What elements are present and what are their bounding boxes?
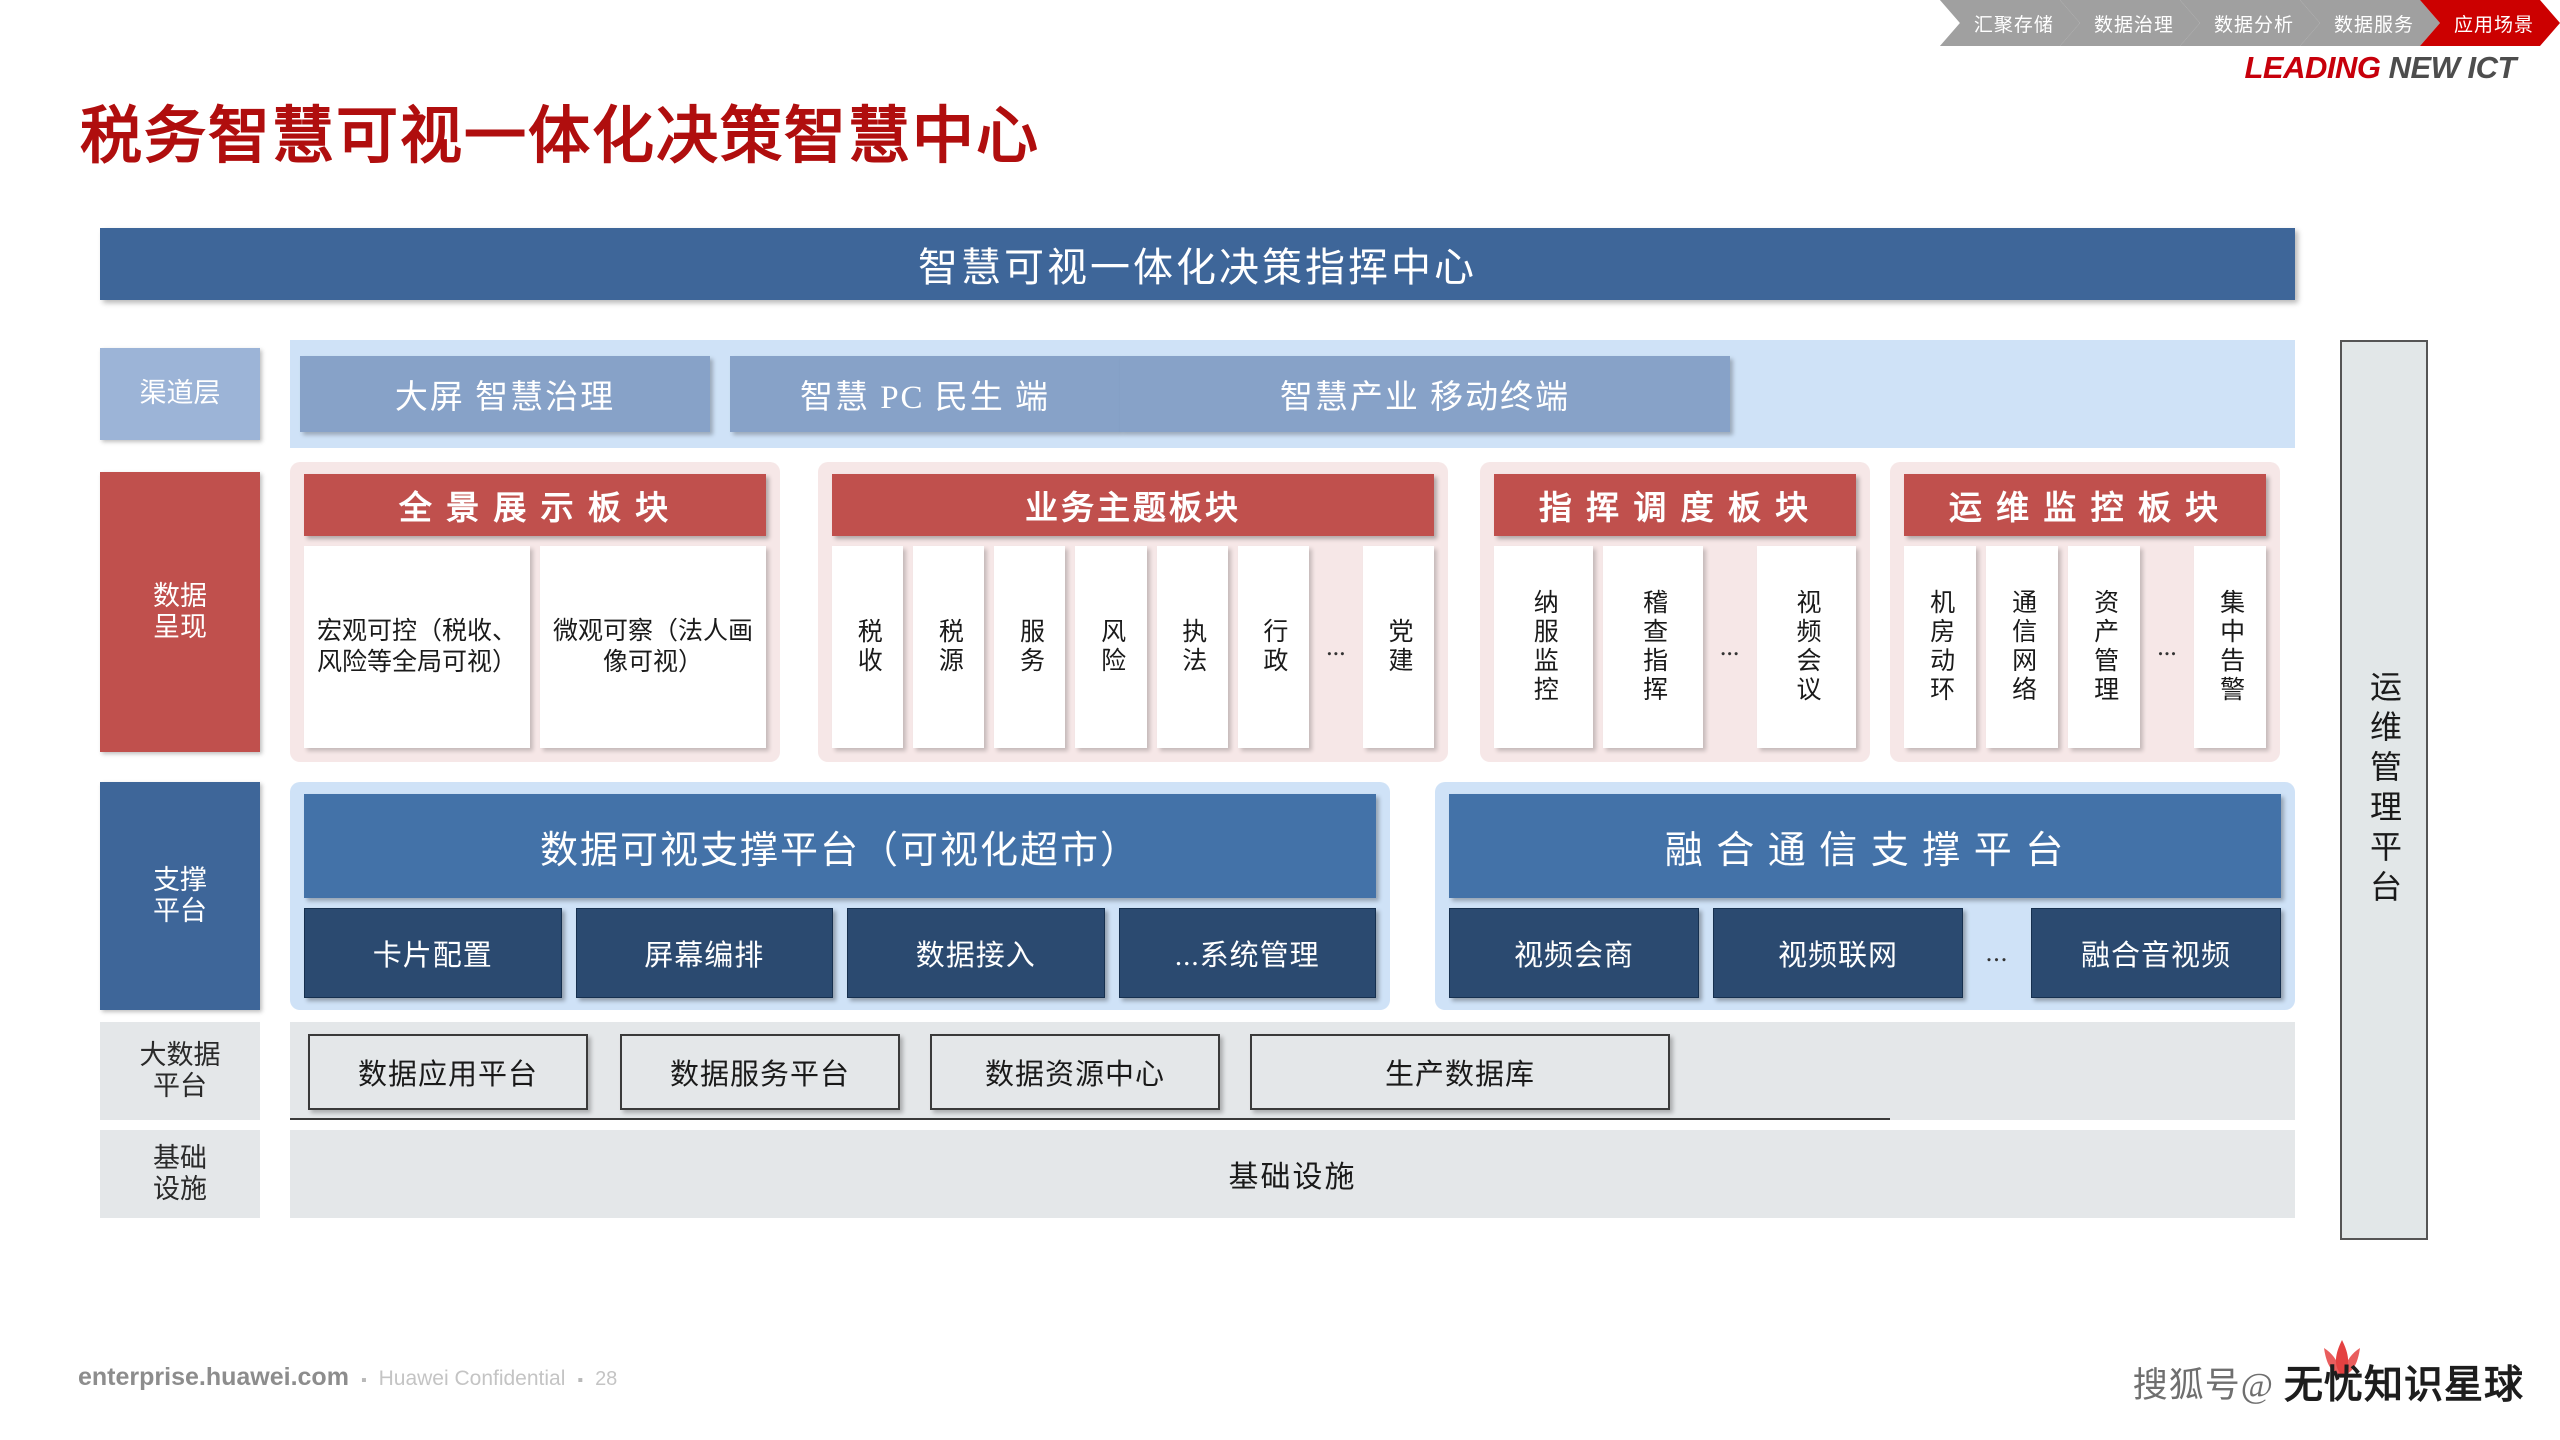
data-presentation-label-line1: 数据 (153, 580, 207, 611)
channel-layer-row: 渠道层 大屏 智慧治理智慧 PC 民生 端智慧产业 移动终端 (100, 340, 2295, 448)
infrastructure-label: 基础 设施 (100, 1130, 260, 1218)
support-platform-item[interactable]: 卡片配置 (304, 908, 562, 998)
data-presentation-card: ... (1719, 631, 1740, 661)
data-presentation-card[interactable]: 宏观可控（税收、风险等全局可视） (304, 546, 530, 748)
support-platform-item: ... (1985, 938, 2009, 967)
ops-management-platform-label: 运维管理平台 (2366, 670, 2402, 910)
data-presentation-group-2: 业务主题板块税收税源服务风险执法行政... 党建 (818, 462, 1448, 762)
support-platform-item[interactable]: 融合音视频 (2031, 908, 2281, 998)
infrastructure-label-line1: 基础 (153, 1142, 207, 1173)
data-presentation-group-1: 全 景 展 示 板 块宏观可控（税收、风险等全局可视）微观可察（法人画像可视） (290, 462, 780, 762)
bigdata-platform-box-1[interactable]: 数据应用平台 (308, 1034, 588, 1110)
bigdata-platform-label: 大数据 平台 (100, 1022, 260, 1120)
data-presentation-group-header-2: 业务主题板块 (832, 474, 1434, 536)
footer-confidential: Huawei Confidential (378, 1367, 566, 1390)
bigdata-platform-box-2[interactable]: 数据服务平台 (620, 1034, 900, 1110)
data-presentation-row: 数据 呈现 全 景 展 示 板 块宏观可控（税收、风险等全局可视）微观可察（法人… (100, 462, 2295, 762)
support-platform-items-1: 卡片配置屏幕编排数据接入...系统管理 (304, 908, 1376, 998)
logo-newict-text: NEW ICT (2388, 50, 2517, 85)
bigdata-platform-row: 大数据 平台 数据应用平台数据服务平台数据资源中心生产数据库 (100, 1022, 2295, 1120)
data-presentation-card[interactable]: 集中告警 (2194, 546, 2266, 748)
data-presentation-group-header-1: 全 景 展 示 板 块 (304, 474, 766, 536)
data-presentation-card[interactable]: 通信网络 (1986, 546, 2058, 748)
support-platform-item[interactable]: 屏幕编排 (575, 908, 833, 998)
watermark: 搜狐号@ 无忧知识星球 (2133, 1354, 2524, 1410)
data-presentation-cards-4: 机房动环通信网络资产管理... 集中告警 (1904, 546, 2266, 748)
data-presentation-card[interactable]: 行政 (1237, 546, 1309, 748)
data-presentation-card[interactable]: 稽查指挥 (1603, 546, 1703, 748)
breadcrumb-step-1[interactable]: 汇聚存储 (1940, 0, 2080, 46)
infrastructure-row: 基础 设施 基础设施 (100, 1130, 2295, 1218)
channel-item-3[interactable]: 智慧产业 移动终端 (1120, 356, 1730, 432)
support-platform-group-2: 融 合 通 信 支 撑 平 台视频会商视频联网... 融合音视频 (1435, 782, 2295, 1010)
bigdata-platform-box-4[interactable]: 生产数据库 (1250, 1034, 1670, 1110)
command-center-bar: 智慧可视一体化决策指挥中心 (100, 228, 2295, 300)
footer-separator-1: ▪ (360, 1372, 367, 1389)
data-presentation-card[interactable]: 党建 (1362, 546, 1434, 748)
watermark-name: 无忧知识星球 (2283, 1364, 2524, 1407)
support-platform-group-header-2: 融 合 通 信 支 撑 平 台 (1449, 794, 2281, 898)
footer-page-number: 28 (595, 1368, 618, 1390)
channel-item-2[interactable]: 智慧 PC 民生 端 (730, 356, 1120, 432)
page-title: 税务智慧可视一体化决策智慧中心 (80, 103, 1041, 171)
data-presentation-cards-2: 税收税源服务风险执法行政... 党建 (832, 546, 1434, 748)
support-platform-row: 支撑 平台 数据可视支撑平台（可视化超市） 卡片配置屏幕编排数据接入...系统管理… (100, 782, 2295, 1010)
watermark-prefix: 搜狐号@ (2132, 1365, 2274, 1405)
infrastructure-panel: 基础设施 (290, 1130, 2295, 1218)
breadcrumb-step-2[interactable]: 数据治理 (2060, 0, 2200, 46)
support-platform-item[interactable]: 视频会商 (1449, 908, 1699, 998)
footer: enterprise.huawei.com ▪ Huawei Confident… (78, 1363, 617, 1392)
data-presentation-card[interactable]: 微观可察（法人画像可视） (540, 546, 766, 748)
leading-new-ict-logo: LEADING NEW ICT (2245, 50, 2517, 86)
bigdata-platform-box-3[interactable]: 数据资源中心 (930, 1034, 1220, 1110)
data-presentation-card[interactable]: 资产管理 (2068, 546, 2140, 748)
support-platform-group-header-1: 数据可视支撑平台（可视化超市） (304, 794, 1376, 898)
huawei-flower-icon (2324, 1340, 2360, 1376)
breadcrumb-step-4[interactable]: 数据服务 (2300, 0, 2440, 46)
data-presentation-card[interactable]: 服务 (994, 546, 1066, 748)
data-presentation-card: ... (2157, 631, 2177, 661)
data-presentation-group-header-3: 指 挥 调 度 板 块 (1494, 474, 1856, 536)
channel-layer-panel: 大屏 智慧治理智慧 PC 民生 端智慧产业 移动终端 (290, 340, 2295, 448)
data-presentation-cards-1: 宏观可控（税收、风险等全局可视）微观可察（法人画像可视） (304, 546, 766, 748)
ops-management-platform-sidebar: 运维管理平台 (2340, 340, 2428, 1240)
channel-layer-label: 渠道层 (100, 348, 260, 440)
support-platform-item[interactable]: 数据接入 (847, 908, 1105, 998)
support-platform-items-2: 视频会商视频联网... 融合音视频 (1449, 908, 2281, 998)
support-platform-item[interactable]: ...系统管理 (1118, 908, 1376, 998)
data-presentation-card[interactable]: 纳服监控 (1494, 546, 1594, 748)
support-platform-label-line1: 支撑 (153, 864, 207, 895)
breadcrumb-step-5[interactable]: 应用场景 (2420, 0, 2560, 46)
breadcrumb: 汇聚存储数据治理数据分析数据服务应用场景 (1940, 0, 2560, 46)
breadcrumb-step-3[interactable]: 数据分析 (2180, 0, 2320, 46)
data-presentation-label: 数据 呈现 (100, 472, 260, 752)
data-presentation-group-3: 指 挥 调 度 板 块纳服监控稽查指挥... 视频会议 (1480, 462, 1870, 762)
channel-item-1[interactable]: 大屏 智慧治理 (300, 356, 710, 432)
data-presentation-label-line2: 呈现 (153, 612, 207, 642)
logo-leading-text: LEADING (2244, 50, 2382, 85)
data-presentation-card[interactable]: 税源 (913, 546, 985, 748)
bigdata-platform-label-line1: 大数据 (139, 1039, 221, 1070)
footer-site: enterprise.huawei.com (78, 1363, 349, 1391)
bigdata-platform-panel: 数据应用平台数据服务平台数据资源中心生产数据库 (290, 1022, 2295, 1120)
support-platform-label: 支撑 平台 (100, 782, 260, 1010)
data-presentation-group-4: 运 维 监 控 板 块机房动环通信网络资产管理... 集中告警 (1890, 462, 2280, 762)
data-presentation-card[interactable]: 执法 (1156, 546, 1228, 748)
data-presentation-card[interactable]: 机房动环 (1904, 546, 1976, 748)
infrastructure-label-line2: 设施 (153, 1174, 207, 1204)
bigdata-platform-label-line2: 平台 (153, 1071, 207, 1101)
data-presentation-card[interactable]: 税收 (832, 546, 904, 748)
support-platform-label-line2: 平台 (153, 896, 207, 926)
footer-separator-2: ▪ (577, 1372, 584, 1389)
support-platform-item[interactable]: 视频联网 (1713, 908, 1963, 998)
data-presentation-card[interactable]: 风险 (1075, 546, 1147, 748)
support-platform-group-1: 数据可视支撑平台（可视化超市） 卡片配置屏幕编排数据接入...系统管理 (290, 782, 1390, 1010)
data-presentation-card[interactable]: 视频会议 (1756, 546, 1856, 748)
data-presentation-cards-3: 纳服监控稽查指挥... 视频会议 (1494, 546, 1856, 748)
data-presentation-card: ... (1326, 631, 1346, 661)
data-presentation-group-header-4: 运 维 监 控 板 块 (1904, 474, 2266, 536)
